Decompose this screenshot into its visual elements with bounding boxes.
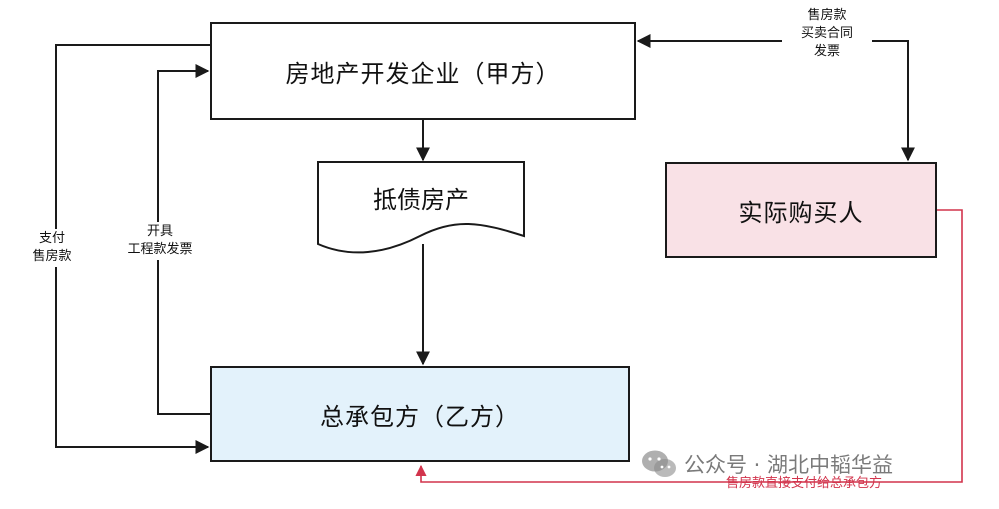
buyer-exchange-line-2: 买卖合同 [800,26,853,41]
contractor-node: 总承包方（乙方） [210,366,630,462]
watermark-text: 公众号 · 湖北中韬华益 [684,453,894,477]
developer-label: 房地产开发企业（甲方） [285,59,561,88]
edge-developer-buyer [636,34,915,162]
wechat-icon [642,450,676,477]
pay-sale-funds-line-2: 售房款 [32,249,72,264]
edge-direct-payment [415,209,963,483]
pay-sale-funds-line-1: 支付 [38,231,65,246]
watermark: 公众号 · 湖北中韬华益 [640,448,893,480]
buyer-exchange-line-3: 发票 [813,44,840,59]
buyer-exchange-label: 售房款 买卖合同 发票 [782,6,872,62]
developer-node: 房地产开发企业（甲方） [210,22,636,120]
pay-sale-funds-label: 支付 售房款 [22,229,82,267]
issue-invoice-line-2: 工程款发票 [127,242,193,257]
issue-invoice-line-1: 开具 [146,224,173,239]
direct-payment-label: 售房款直接支付给总承包方 [726,476,883,491]
actual-buyer-label: 实际购买人 [738,198,864,227]
offset-property-document [317,161,525,254]
buyer-exchange-line-1: 售房款 [807,8,847,23]
contractor-label: 总承包方（乙方） [320,402,520,431]
issue-invoice-label: 开具 工程款发票 [110,222,210,260]
offset-property-label: 抵债房产 [373,186,469,214]
actual-buyer-node: 实际购买人 [665,162,937,258]
